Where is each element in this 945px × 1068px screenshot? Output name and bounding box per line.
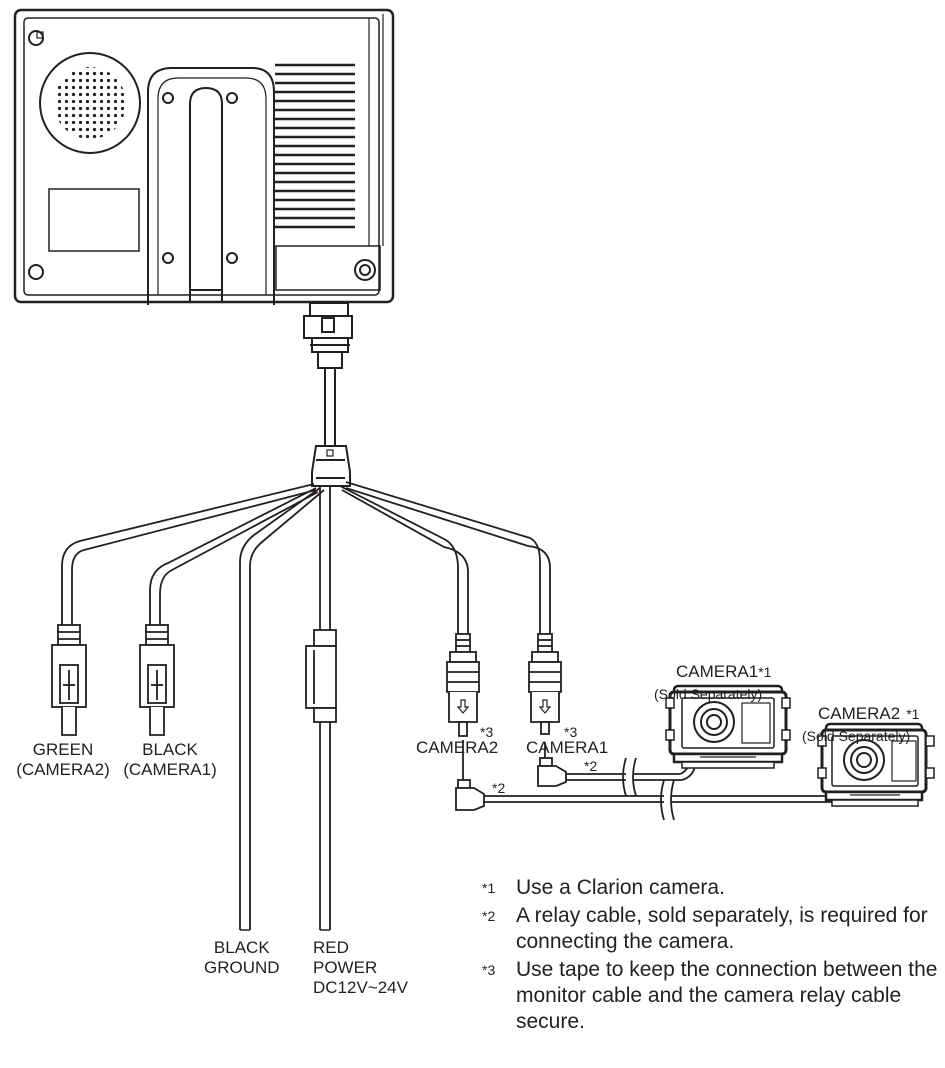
green-wire-color: GREEN — [32, 740, 94, 759]
ground-wire-color: BLACK — [213, 938, 270, 957]
vent-slots — [275, 63, 355, 229]
power-wire-voltage: DC12V~24V — [313, 978, 408, 997]
camera2-plug-mark: *3 — [480, 724, 494, 740]
footnote-3: *3 Use tape to keep the connection betwe… — [482, 957, 942, 1035]
green-wire-camera: (CAMERA2) — [16, 760, 110, 779]
trunk-cable — [324, 368, 336, 446]
camera2-name: CAMERA2 — [818, 704, 901, 723]
camera2-plug — [446, 633, 480, 737]
main-connector — [303, 302, 353, 369]
camera2-plug-label: CAMERA2 — [416, 738, 499, 757]
footnote-1: *1 Use a Clarion camera. — [482, 875, 942, 901]
green-wire-label: GREEN (CAMERA2) — [4, 740, 122, 780]
ground-wire-label: BLACK GROUND — [204, 938, 280, 978]
monitor-back — [13, 8, 395, 305]
footnote-2-mark: *2 — [482, 908, 496, 924]
camera1-title: CAMERA1*1 — [676, 662, 771, 682]
fuse-holder — [305, 629, 337, 723]
camera2-title: CAMERA2 *1 — [818, 704, 919, 724]
green-terminal — [51, 624, 87, 736]
black-wire-color: BLACK — [142, 740, 198, 759]
branch-wires — [61, 481, 551, 930]
camera2-unit — [817, 722, 935, 807]
camera1-plug-label: CAMERA1 — [526, 738, 609, 757]
footnotes: *1 Use a Clarion camera. *2 A relay cabl… — [482, 875, 942, 1037]
power-wire-color: RED — [313, 938, 349, 957]
knob — [354, 259, 376, 281]
footnote-2-text: A relay cable, sold separately, is requi… — [516, 904, 928, 953]
camera1-name: CAMERA1 — [676, 662, 759, 681]
camera1-mark: *1 — [758, 664, 772, 680]
footnote-1-mark: *1 — [482, 880, 496, 896]
black-terminal — [139, 624, 175, 736]
camera2-mark: *1 — [906, 706, 920, 722]
footnote-1-text: Use a Clarion camera. — [516, 876, 725, 899]
black-wire-label: BLACK (CAMERA1) — [112, 740, 228, 780]
camera1-sold-note: (Sold Separately) — [654, 686, 763, 702]
camera1-plug-mark: *3 — [564, 724, 578, 740]
camera1-unit — [665, 684, 791, 769]
power-wire-label: RED POWER DC12V~24V — [313, 938, 408, 998]
relay-cable-camera2-mark: *2 — [492, 780, 506, 796]
camera1-plug — [528, 633, 562, 735]
footnote-3-text: Use tape to keep the connection between … — [516, 958, 938, 1033]
footnote-2: *2 A relay cable, sold separately, is re… — [482, 903, 942, 955]
power-wire-function: POWER — [313, 958, 378, 977]
camera2-sold-note: (Sold Separately) — [802, 728, 911, 744]
relay-cable-camera1 — [537, 742, 697, 797]
black-wire-camera: (CAMERA1) — [123, 760, 217, 779]
ground-wire-function: GROUND — [204, 958, 280, 977]
monitor-stand-bracket — [147, 67, 275, 305]
relay-cable-camera1-mark: *2 — [584, 758, 598, 774]
footnote-3-mark: *3 — [482, 962, 496, 978]
cable-junction — [311, 445, 351, 487]
speaker-grille — [39, 52, 141, 154]
